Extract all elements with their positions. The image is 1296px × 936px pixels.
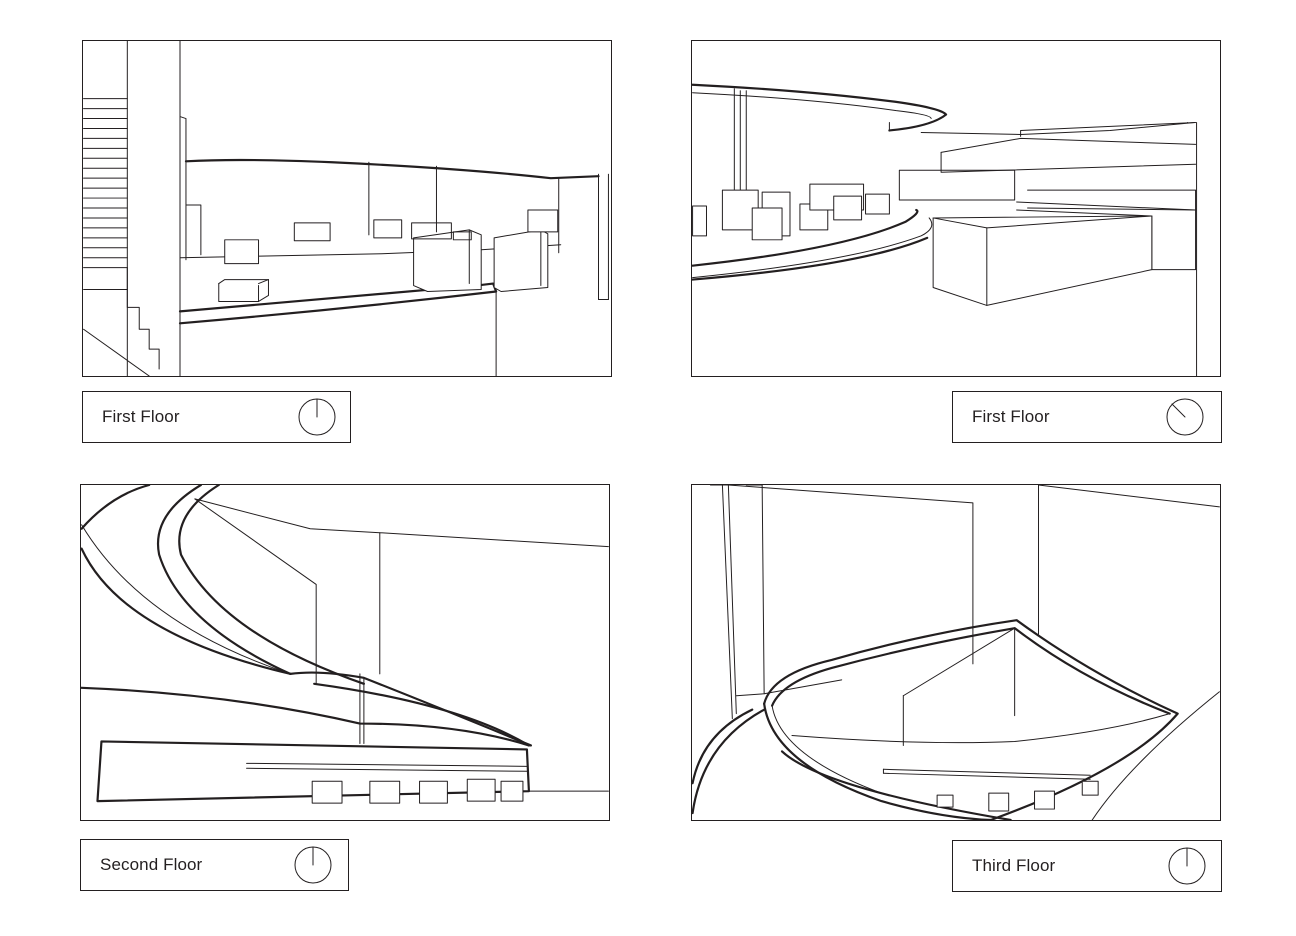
- third-floor-perspective: [692, 485, 1220, 820]
- floor-label: Third Floor: [972, 856, 1056, 875]
- first-floor-perspective-b: [692, 83, 1198, 376]
- second-floor-perspective: [81, 485, 609, 804]
- view-caption-3: Second Floor: [80, 839, 349, 891]
- view-direction-clock-icon: [1165, 397, 1205, 437]
- view-panel-1: [82, 40, 612, 377]
- view-direction-clock-icon: [293, 845, 333, 885]
- view-panel-3: [80, 484, 610, 821]
- floor-label: First Floor: [102, 407, 180, 426]
- view-caption-2: First Floor: [952, 391, 1222, 443]
- view-direction-clock-icon: [297, 397, 337, 437]
- first-floor-perspective-a: [83, 41, 609, 376]
- view-panel-2: [691, 40, 1221, 377]
- floor-label: Second Floor: [100, 855, 203, 874]
- view-caption-4: Third Floor: [952, 840, 1222, 892]
- floor-label: First Floor: [972, 407, 1050, 426]
- view-direction-clock-icon: [1167, 846, 1207, 886]
- view-panel-4: [691, 484, 1221, 821]
- view-caption-1: First Floor: [82, 391, 351, 443]
